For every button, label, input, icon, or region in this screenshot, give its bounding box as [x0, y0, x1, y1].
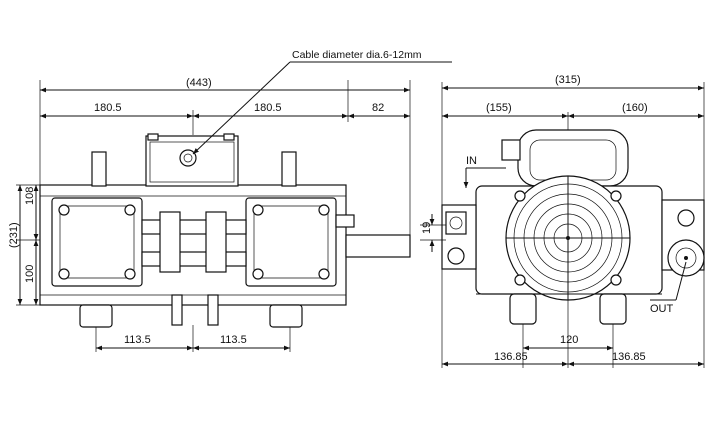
cable-diameter-note: Cable diameter dia.6-12mm [292, 49, 422, 61]
front-shaft [345, 234, 411, 258]
dim-front-overall-width: (443) [186, 77, 212, 89]
dim-segment-2: 180.5 [254, 102, 282, 114]
dim-bottom-1: 113.5 [124, 334, 151, 346]
dim-height-upper: 108 [24, 187, 36, 205]
dim-height-lower: 100 [24, 265, 36, 283]
dim-side-right: (160) [622, 102, 648, 114]
cable-gland [179, 149, 197, 167]
dim-segment-1: 180.5 [94, 102, 122, 114]
cable-callout: Cable diameter dia.6-12mm [192, 49, 452, 155]
dim-side-center: 120 [560, 334, 578, 346]
dim-side-left: (155) [486, 102, 512, 114]
front-left-head [51, 197, 143, 287]
dim-segment-3: 82 [372, 102, 384, 114]
side-view: (315) (155) (160) IN [420, 74, 705, 368]
dim-bottom-2: 113.5 [220, 334, 247, 346]
outlet-label: OUT [650, 303, 674, 315]
front-right-head [245, 197, 337, 287]
dim-side-bottom-left: 136.85 [494, 351, 528, 363]
dim-offset: 19 [421, 222, 433, 234]
dim-overall-height: (231) [8, 222, 20, 248]
inlet-label: IN [466, 155, 477, 167]
front-view: (443) 180.5 180.5 82 (231) 108 100 [8, 77, 411, 352]
dim-side-overall-width: (315) [555, 74, 581, 86]
dim-side-bottom-right: 136.85 [612, 351, 646, 363]
